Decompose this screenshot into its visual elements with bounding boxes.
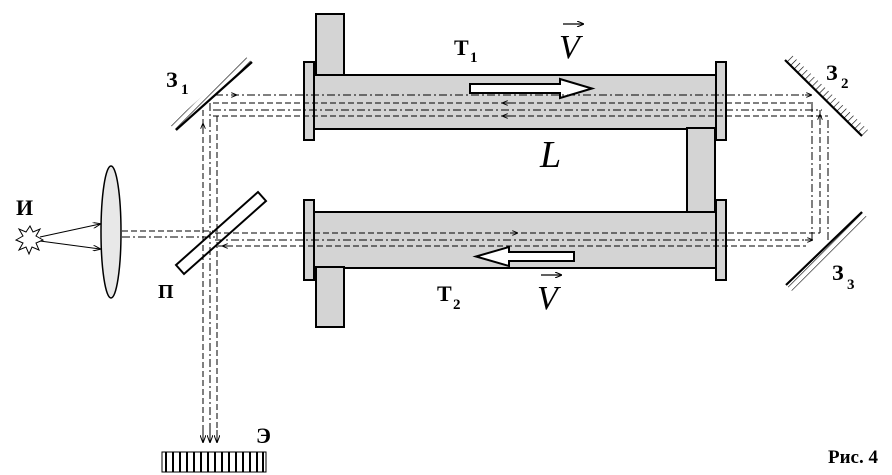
tube-1-left-flange — [303, 61, 315, 141]
figure-caption: Рис. 4 — [828, 447, 878, 468]
tube-2-subscript: 2 — [453, 297, 461, 313]
mirror-3 — [785, 211, 868, 291]
mirror-3-label: З — [832, 260, 844, 285]
beam-direction-arrows — [203, 95, 820, 442]
tube-1-label: Т — [454, 35, 469, 60]
mirror-2 — [784, 54, 868, 137]
splitter-label: П — [158, 281, 174, 303]
tube-2-outlet-pipe — [315, 266, 345, 328]
mirror-1-label: З — [166, 67, 178, 92]
mirror-2-label: З — [826, 60, 838, 85]
tube-1-subscript: 1 — [470, 50, 478, 66]
tube-1-inlet-pipe — [315, 13, 345, 77]
length-label: L — [539, 134, 561, 176]
connecting-pipe — [686, 127, 716, 215]
source-label: И — [16, 195, 33, 220]
mirror-2-subscript: 2 — [841, 76, 849, 92]
mirror-3-subscript: 3 — [847, 277, 855, 293]
tube-1 — [303, 13, 727, 141]
velocity-label-bottom: V — [537, 275, 562, 317]
svg-text:V: V — [559, 29, 584, 66]
light-source-icon — [14, 224, 100, 256]
flow-arrow-right — [469, 77, 596, 100]
flow-arrow-left — [472, 245, 575, 268]
beam-paths — [122, 94, 829, 432]
tube-2-label: Т — [437, 281, 452, 306]
mirror-1-subscript: 1 — [181, 82, 189, 98]
screen-label: Э — [256, 423, 271, 448]
svg-text:V: V — [537, 280, 562, 317]
screen — [161, 451, 267, 473]
lens — [100, 165, 122, 299]
tube-1-right-flange — [715, 61, 727, 141]
velocity-label-top: V — [559, 24, 584, 66]
mirror-1 — [170, 57, 253, 131]
tube-2 — [303, 199, 727, 328]
